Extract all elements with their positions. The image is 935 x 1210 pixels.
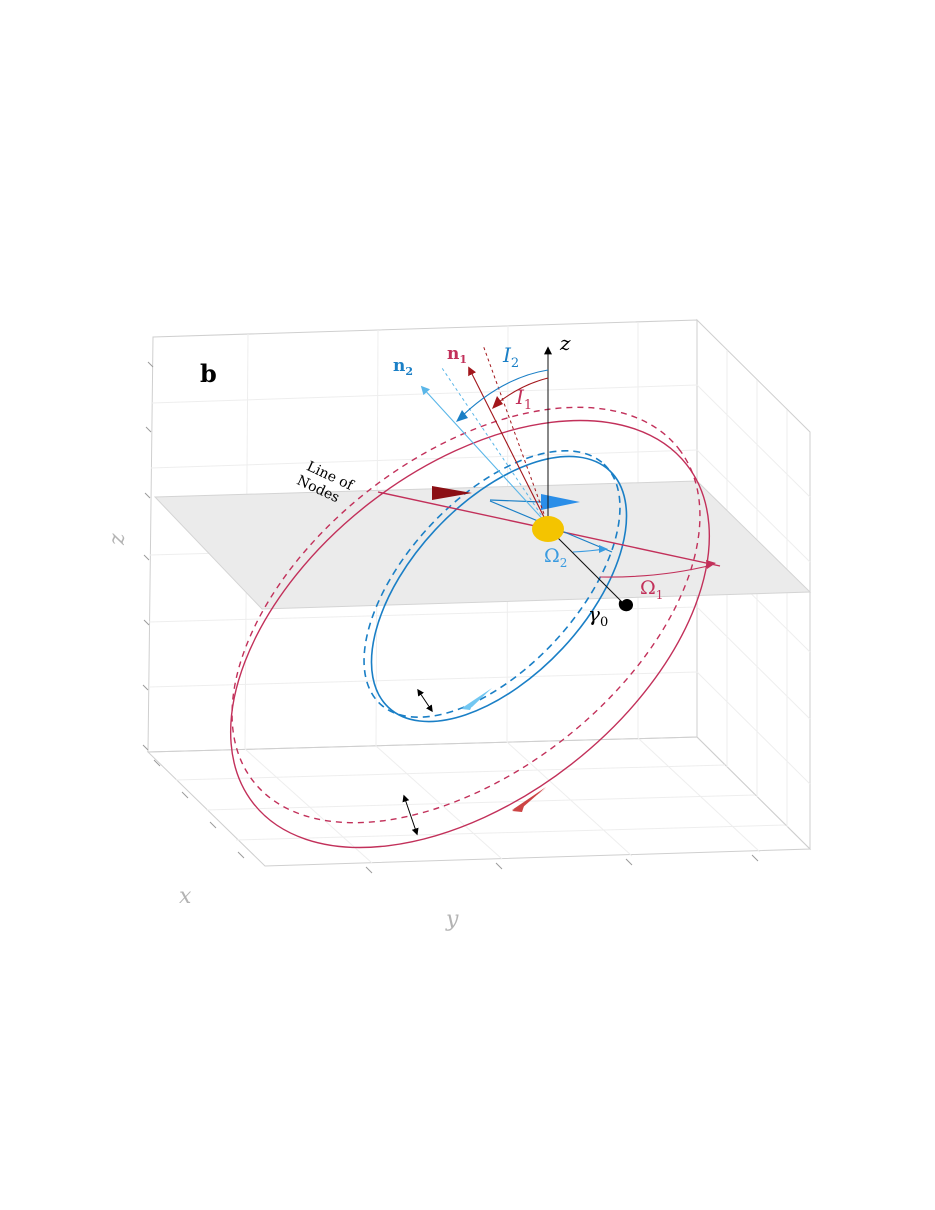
z-vector-label: z — [559, 331, 571, 355]
inclination-arc-2 — [457, 369, 549, 421]
orbit-1-outer — [229, 419, 711, 849]
omega2-label-base: Ω — [544, 545, 560, 567]
tick-marks — [142, 361, 759, 874]
omega2-label: Ω2 — [544, 545, 567, 570]
omega-1-arc-head — [706, 560, 716, 569]
floor-panel — [146, 736, 812, 867]
inclination-arc-1-head — [492, 396, 503, 409]
omega1-label-base: Ω — [640, 577, 656, 599]
orbit-1-offset-arrow — [402, 794, 419, 836]
panel-label: b — [200, 359, 217, 388]
x-axis-label: x — [179, 884, 192, 909]
n1-label-base: n — [447, 344, 459, 364]
sun-icon — [532, 516, 564, 542]
n2-label-sub: 2 — [405, 365, 413, 378]
i1-label-base: I — [515, 385, 525, 409]
orbit-2-direction-arrow — [462, 688, 492, 708]
orbit-1-projected-dashed — [231, 406, 701, 824]
n1-label-sub: 1 — [459, 353, 467, 366]
gamma0-label: γ0 — [588, 602, 608, 630]
omega-1-arc — [599, 564, 713, 578]
i2-label-base: I — [502, 343, 512, 367]
orbit-2-inner — [370, 455, 628, 723]
i1-label: I1 — [515, 385, 532, 413]
i2-label-sub: 2 — [511, 356, 519, 371]
axes-box — [146, 318, 812, 867]
omega1-label-sub: 1 — [656, 588, 664, 602]
gamma0-direction — [547, 527, 624, 604]
i2-label: I2 — [502, 343, 519, 371]
reference-plane — [153, 480, 812, 610]
orbit-2-direction-arrow-fill — [462, 688, 493, 710]
orbit-2-offset-arrow — [417, 688, 433, 713]
i1-label-sub: 1 — [524, 398, 532, 413]
omega-2-arc-head — [599, 545, 608, 553]
ascending-node-arrow-2 — [541, 494, 580, 510]
y-axis-label: y — [445, 907, 459, 932]
inclination-arc-2-head — [456, 410, 468, 422]
omega2-label-sub: 2 — [560, 556, 568, 570]
n2-label: n2 — [393, 356, 413, 378]
n1-label: n1 — [447, 344, 467, 366]
z-axis-label: z — [105, 533, 130, 546]
gamma0-label-base: γ — [588, 602, 600, 626]
ascending-node-arrow-1 — [432, 486, 472, 500]
gamma0-dot — [621, 599, 633, 611]
orbit-1-direction-arrow-fill — [512, 788, 547, 812]
orbit-1-direction-arrow — [512, 787, 546, 810]
omega1-label: Ω1 — [640, 577, 663, 602]
orbit-2-projected-dashed — [363, 449, 621, 719]
n2-label-base: n — [393, 356, 405, 376]
n2-dashed-extension — [441, 367, 549, 526]
n1-dashed-extension — [482, 344, 549, 526]
node-vector-2 — [489, 499, 542, 503]
n1-vector — [468, 366, 549, 526]
n2-vector — [420, 385, 549, 526]
gamma0-label-sub: 0 — [600, 615, 608, 630]
